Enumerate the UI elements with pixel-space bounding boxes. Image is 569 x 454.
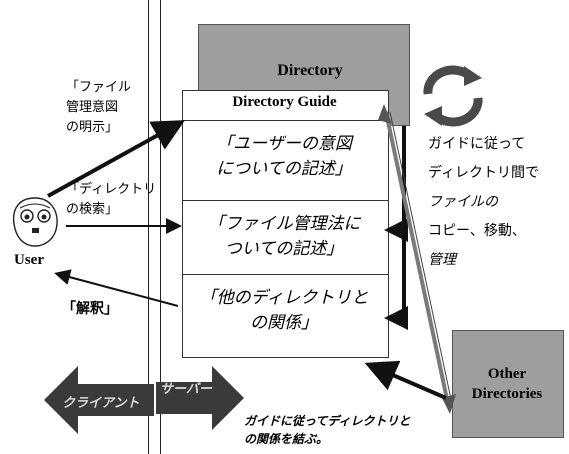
guide-note-line5: 管理 [428,252,456,268]
guide-divider-3 [182,274,388,275]
guide-divider-2 [182,200,388,201]
arrow-directory-to-other-inner [389,111,453,405]
guide-note: ガイドに従って ディレクトリ間で ファイルの コピー、移動、 管理 [428,130,539,275]
user-action-file-intent-line2: 管理意図 [66,100,119,115]
arrow-other-to-relation [364,360,447,400]
client-server-arrow [44,360,244,440]
recycle-icon [418,64,488,128]
guide-note-line1: ガイドに従って [428,136,526,152]
user-action-search: 「ディレクトリ の検索」 [66,180,156,220]
relation-note-line1: ガイドに従ってディレクトリと [244,414,411,428]
arrow-user-file-intent [47,120,185,198]
user-action-file-intent-line3: の明示」 [66,120,119,135]
other-directories-line1: Other [487,366,527,382]
guide-divider-1 [182,120,388,121]
guide-row-relation: 「他のディレクトリと の関係」 [184,286,384,336]
arrow-directory-to-other [384,111,450,405]
server-label: サーバー [160,382,212,397]
guide-note-line2: ディレクトリ間で [428,165,540,181]
arrow-head-top [378,104,392,124]
guide-row-relation-line2: の関係」 [250,313,318,333]
guide-note-line4: コピー、移動、 [428,223,526,239]
user-label: User [14,252,44,268]
user-face-icon [10,196,60,258]
user-action-file-intent: 「ファイル 管理意図 の明示」 [66,78,131,138]
relation-note: ガイドに従ってディレクトリと の関係を結ぶ。 [244,412,411,448]
other-directories-box [452,330,564,438]
guide-row-user-intent-line2: についての記述」 [216,159,352,179]
user-action-file-intent-line1: 「ファイル [66,80,132,95]
guide-row-file-method-line1: 「ファイル管理法に [207,214,361,234]
other-directories-label: Other Directories [452,364,562,404]
directory-title: Directory [277,62,343,79]
guide-row-file-method-line2: ついての記述」 [224,239,344,259]
directory-guide-title: Directory Guide [232,94,337,110]
relation-note-line2: の関係を結ぶ。 [244,432,329,446]
other-directories-line2: Directories [471,386,543,402]
guide-row-file-method: 「ファイル管理法に ついての記述」 [184,212,384,262]
guide-row-relation-line1: 「他のディレクトリと [199,288,369,308]
guide-note-line3: ファイルの [428,194,498,210]
user-action-interpret: 「解釈」 [62,301,118,317]
guide-row-user-intent-line1: 「ユーザーの意図 [216,134,352,154]
guide-row-user-intent: 「ユーザーの意図 についての記述」 [184,132,384,182]
user-action-search-line1: 「ディレクトリ [66,182,157,197]
client-label: クライアント [62,396,140,411]
arrow-user-interpret [54,269,179,307]
user-action-search-line2: の検索」 [66,202,119,217]
